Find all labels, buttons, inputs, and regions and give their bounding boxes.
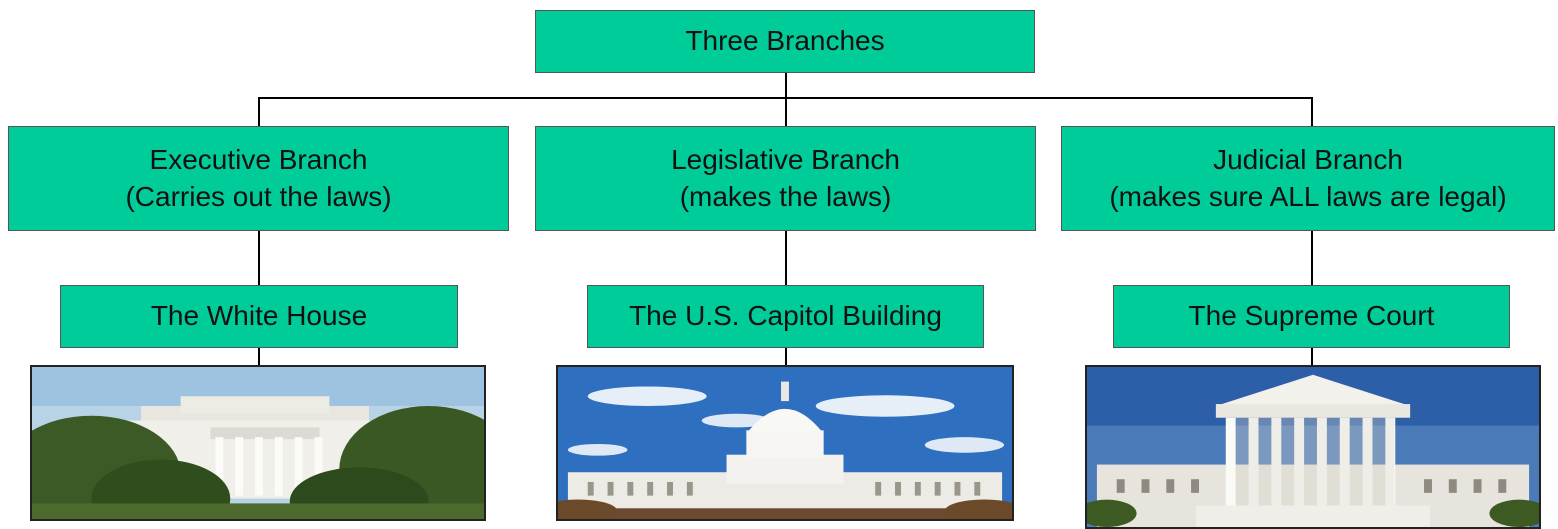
branch-description: (Carries out the laws): [125, 180, 392, 212]
executive-branch-box: Executive Branch (Carries out the laws): [8, 126, 509, 231]
connector-executive-building: [258, 230, 260, 286]
connector-root-down: [785, 72, 787, 98]
connector-legislative-photo: [785, 347, 787, 367]
connector-legislative-building: [785, 230, 787, 286]
judicial-branch-box: Judicial Branch (makes sure ALL laws are…: [1061, 126, 1555, 231]
connector-legislative-up: [785, 97, 787, 127]
connector-executive-photo: [258, 347, 260, 367]
legislative-branch-box: Legislative Branch (makes the laws): [535, 126, 1036, 231]
branch-title: Legislative Branch: [671, 143, 900, 175]
capitol-building-photo: [556, 365, 1014, 521]
supreme-court-box: The Supreme Court: [1113, 285, 1510, 348]
branch-title: Executive Branch: [149, 143, 368, 175]
building-label: The Supreme Court: [1188, 300, 1435, 332]
root-label: Three Branches: [685, 25, 885, 57]
root-box: Three Branches: [535, 10, 1035, 73]
branch-description: (makes the laws): [679, 180, 892, 212]
white-house-box: The White House: [60, 285, 458, 348]
capitol-building-box: The U.S. Capitol Building: [587, 285, 984, 348]
branch-description: (makes sure ALL laws are legal): [1109, 180, 1507, 212]
connector-judicial-building: [1311, 230, 1313, 286]
white-house-photo: [30, 365, 486, 521]
building-label: The U.S. Capitol Building: [629, 300, 942, 332]
building-label: The White House: [150, 300, 368, 332]
supreme-court-photo: [1085, 365, 1541, 529]
branch-title: Judicial Branch: [1213, 143, 1403, 175]
connector-executive-up: [258, 97, 260, 127]
connector-judicial-photo: [1311, 347, 1313, 367]
connector-judicial-up: [1311, 97, 1313, 127]
